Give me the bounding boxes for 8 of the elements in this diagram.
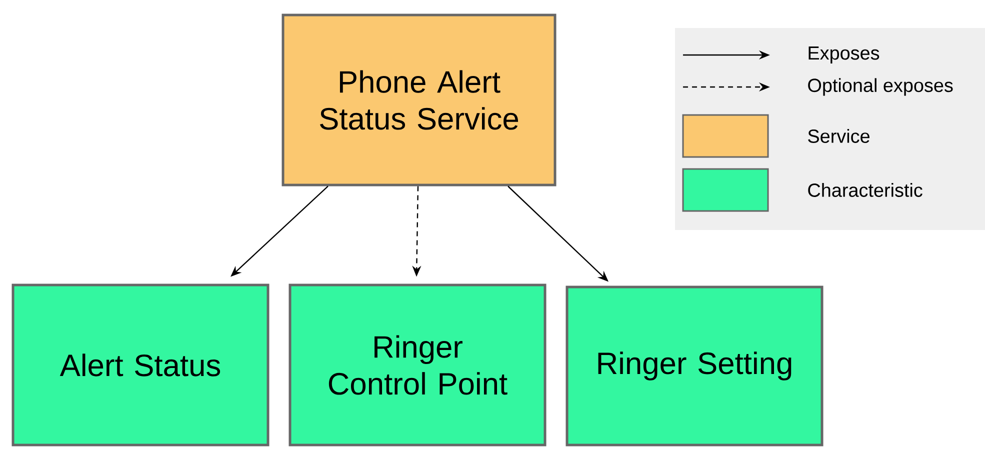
characteristic-box: Alert Status [12,284,270,446]
characteristic-box: Ringer Setting [566,286,824,446]
characteristic-box: Ringer Control Point [288,284,546,446]
legend-label: Optional exposes [808,78,953,96]
service-box: Phone Alert Status Service [282,14,556,186]
legend-label: Service [808,129,870,143]
legend-label: Exposes [808,46,880,64]
legend-label: Characteristic [808,183,922,197]
